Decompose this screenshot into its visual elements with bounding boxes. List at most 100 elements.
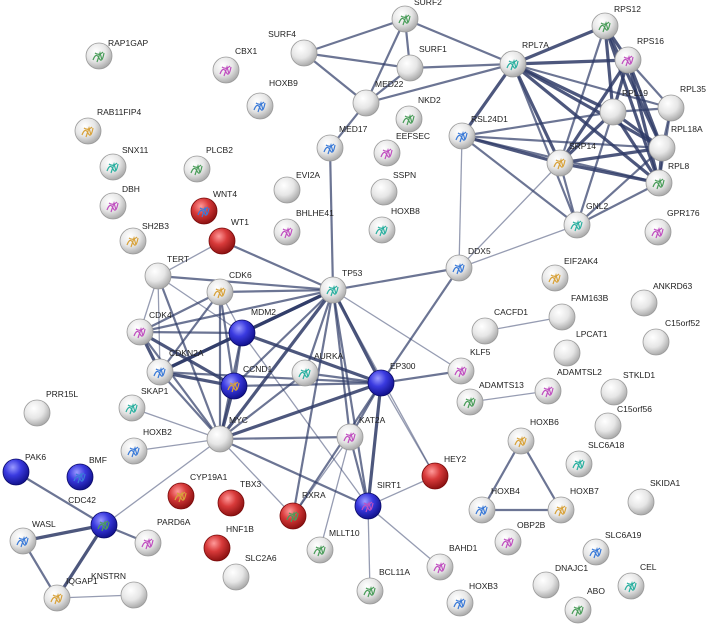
node-dbh[interactable]: DBH [99,184,140,220]
node-bubble[interactable] [228,319,256,347]
node-bubble[interactable] [352,89,380,117]
node-bubble[interactable] [532,571,560,599]
node-rpl8[interactable]: RPL8 [645,161,690,197]
node-hoxb4[interactable]: HOXB4 [468,486,520,524]
node-bubble[interactable] [594,412,622,440]
node-adamts13[interactable]: ADAMTS13 [456,380,524,416]
node-bubble[interactable] [599,98,627,126]
node-aurka[interactable]: AURKA [291,351,344,387]
node-bubble[interactable] [206,425,234,453]
node-cacfd1[interactable]: CACFD1 [471,307,528,345]
node-cdk4[interactable]: CDK4 [126,310,172,346]
node-slc6a19[interactable]: SLC6A19 [582,530,642,566]
node-med17[interactable]: MED17 [316,124,368,162]
node-ddx5[interactable]: DDX5 [445,246,491,282]
node-rps12[interactable]: RPS12 [591,4,641,40]
node-hoxb3[interactable]: HOXB3 [446,581,498,617]
node-ankrd63[interactable]: ANKRD63 [630,281,692,317]
node-prr15l[interactable]: PRR15L [23,389,78,427]
node-mdm2[interactable]: MDM2 [228,307,276,347]
node-wasl[interactable]: WASL [9,519,56,555]
node-hoxb7[interactable]: HOXB7 [547,486,599,524]
node-rpl18a[interactable]: RPL18A [648,124,703,162]
node-cyp19a1[interactable]: CYP19A1 [167,472,228,510]
node-kat2a[interactable]: KAT2A [336,415,386,451]
node-obp2b[interactable]: OBP2B [494,520,546,556]
node-bubble[interactable] [657,94,685,122]
node-cdkn2a[interactable]: CDKN2A [146,348,204,386]
node-bubble[interactable] [600,378,628,406]
node-rpl19[interactable]: RPL19 [599,88,648,126]
node-tbx3[interactable]: TBX3 [217,479,262,517]
node-bubble[interactable] [553,339,581,367]
node-hoxb6[interactable]: HOXB6 [507,417,559,455]
node-snx11[interactable]: SNX11 [99,145,149,181]
node-gnl2[interactable]: GNL2 [563,201,608,239]
node-bubble[interactable] [290,39,318,67]
node-cdc42[interactable]: CDC42 [68,495,118,539]
node-cel[interactable]: CEL [617,562,657,600]
node-plcb2[interactable]: PLCB2 [183,145,233,183]
node-lpcat1[interactable]: LPCAT1 [553,329,608,367]
node-pak6[interactable]: PAK6 [2,452,46,486]
node-rxra[interactable]: RXRA [279,490,326,530]
node-gpr176[interactable]: GPR176 [644,208,700,246]
node-sh2b3[interactable]: SH2B3 [119,221,169,255]
node-sirt1[interactable]: SIRT1 [354,480,401,520]
node-rps16[interactable]: RPS16 [614,36,664,74]
node-rpl35[interactable]: RPL35 [657,84,706,122]
node-eefsec[interactable]: EEFSEC [373,131,430,167]
node-abo[interactable]: ABO [564,586,605,624]
node-c15orf56[interactable]: C15orf56 [594,404,652,440]
node-skap1[interactable]: SKAP1 [118,386,169,422]
node-cbx1[interactable]: CBX1 [212,46,257,84]
node-adamtsl2[interactable]: ADAMTSL2 [534,367,602,405]
node-stkld1[interactable]: STKLD1 [600,370,655,406]
node-bubble[interactable] [648,134,676,162]
node-bubble[interactable] [208,227,236,255]
node-slc6a18[interactable]: SLC6A18 [565,440,625,478]
node-evi2a[interactable]: EVI2A [273,170,320,204]
node-bcl11a[interactable]: BCL11A [356,567,410,605]
node-bubble[interactable] [23,399,51,427]
node-ccnd1[interactable]: CCND1 [220,364,273,400]
node-bubble[interactable] [642,328,670,356]
node-surf1[interactable]: SURF1 [396,44,447,82]
node-sspn[interactable]: SSPN [370,170,416,206]
node-bhlhe41[interactable]: BHLHE41 [273,208,334,246]
node-bubble[interactable] [217,489,245,517]
node-myc[interactable]: MYC [206,415,248,453]
node-mllt10[interactable]: MLLT10 [306,528,360,564]
node-iqgap1[interactable]: IQGAP1 [43,576,98,612]
node-hey2[interactable]: HEY2 [421,454,466,490]
node-slc2a6[interactable]: SLC2A6 [222,553,277,591]
node-knstrn[interactable]: KNSTRN [91,571,148,609]
node-hoxb8[interactable]: HOXB8 [368,206,420,244]
node-rap1gap[interactable]: RAP1GAP [85,38,148,70]
node-rsl24d1[interactable]: RSL24D1 [448,114,508,150]
node-skida1[interactable]: SKIDA1 [627,478,681,516]
node-nkd2[interactable]: NKD2 [395,95,441,133]
node-eif2ak4[interactable]: EIF2AK4 [541,256,598,292]
node-bubble[interactable] [2,458,30,486]
node-rpl7a[interactable]: RPL7A [499,40,549,78]
node-bubble[interactable] [630,289,658,317]
node-surf2[interactable]: SURF2 [391,0,442,33]
node-klf5[interactable]: KLF5 [447,347,491,385]
node-hoxb2[interactable]: HOXB2 [120,427,172,465]
node-bubble[interactable] [222,563,250,591]
node-bubble[interactable] [471,317,499,345]
node-wnt4[interactable]: WNT4 [190,189,237,225]
node-bubble[interactable] [367,369,395,397]
node-bubble[interactable] [421,462,449,490]
node-c15orf52[interactable]: C15orf52 [642,318,700,356]
node-med22[interactable]: MED22 [352,79,404,117]
node-tert[interactable]: TERT [144,254,189,290]
node-hnf1b[interactable]: HNF1B [203,524,254,562]
node-bubble[interactable] [144,262,172,290]
node-bmf[interactable]: BMF [66,455,107,491]
node-bubble[interactable] [627,488,655,516]
node-bubble[interactable] [120,581,148,609]
node-ep300[interactable]: EP300 [367,361,416,397]
node-srp14[interactable]: SRP14 [546,141,596,177]
